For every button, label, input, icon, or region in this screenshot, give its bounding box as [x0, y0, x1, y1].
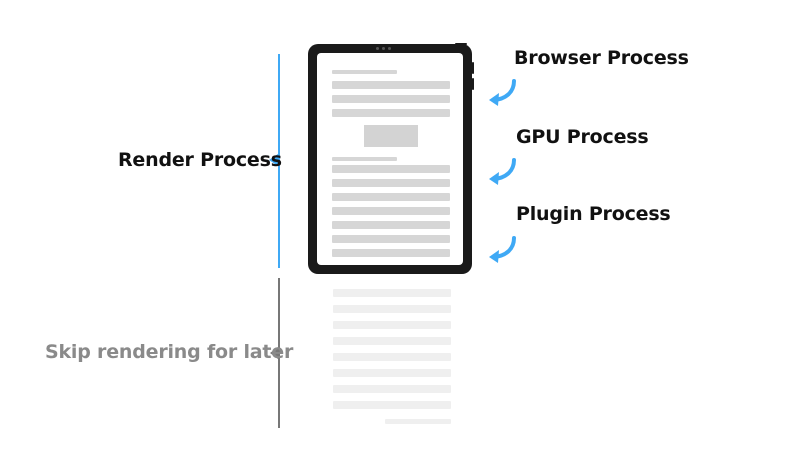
offscreen-line: [333, 385, 451, 393]
tablet-screen: [317, 53, 463, 265]
plugin-process-label: Plugin Process: [516, 203, 671, 225]
camera-dot: [376, 47, 379, 50]
offscreen-line: [333, 289, 451, 297]
render-process-bracket: [278, 54, 280, 268]
tablet-top-button: [455, 43, 467, 45]
page-text-line: [332, 207, 450, 215]
render-process-pointer: [269, 154, 278, 166]
page-text-line: [332, 249, 450, 257]
page-text-line: [332, 109, 450, 117]
offscreen-line: [385, 419, 451, 424]
curved-arrow-icon: [489, 79, 516, 106]
page-text-line: [332, 81, 450, 89]
page-text-line: [332, 221, 450, 229]
tablet-side-button: [472, 78, 474, 90]
offscreen-line: [333, 305, 451, 313]
tablet-device-icon: [308, 44, 472, 274]
camera-dot: [388, 47, 391, 50]
page-text-line: [332, 193, 450, 201]
page-heading-line: [332, 157, 397, 161]
skip-rendering-pointer: [270, 347, 278, 359]
page-text-line: [332, 235, 450, 243]
offscreen-line: [333, 353, 451, 361]
offscreen-line: [333, 369, 451, 377]
render-process-label: Render Process: [118, 149, 282, 171]
tablet-side-button: [472, 62, 474, 74]
skip-rendering-label: Skip rendering for later: [45, 341, 294, 363]
offscreen-line: [333, 337, 451, 345]
curved-arrow-icon: [489, 236, 516, 263]
gpu-process-label: GPU Process: [516, 126, 649, 148]
page-text-line: [332, 165, 450, 173]
curved-arrow-icon: [489, 158, 516, 185]
page-text-line: [332, 179, 450, 187]
page-heading-line: [332, 70, 397, 74]
browser-process-label: Browser Process: [514, 47, 689, 69]
skip-rendering-bracket: [278, 278, 280, 428]
offscreen-line: [333, 401, 451, 409]
offscreen-line: [333, 321, 451, 329]
page-image-placeholder: [364, 125, 418, 147]
camera-dot: [382, 47, 385, 50]
page-text-line: [332, 95, 450, 103]
